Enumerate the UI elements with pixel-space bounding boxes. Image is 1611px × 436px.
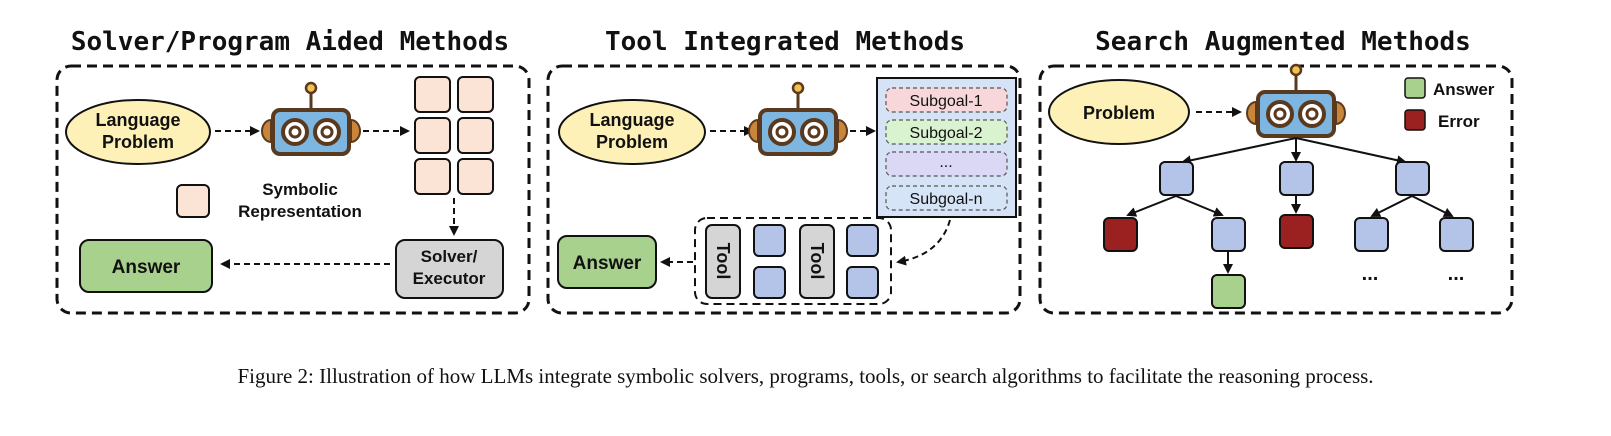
subgoal-label: Subgoal-2 <box>910 125 983 142</box>
legend-answer-label: Answer <box>1433 80 1495 99</box>
arrow <box>896 219 951 266</box>
input-label: Problem <box>1083 103 1155 123</box>
symbol-cell <box>414 158 451 195</box>
tree-ellipsis: ... <box>1448 263 1465 285</box>
tree-edge <box>1370 195 1413 217</box>
tree-edge <box>1295 137 1407 166</box>
legend-answer-swatch <box>1404 77 1426 99</box>
robot-icon <box>1245 63 1347 138</box>
tree-node <box>1279 161 1314 196</box>
legend: Answer Error <box>1404 77 1495 131</box>
tree-node-error <box>1279 214 1314 249</box>
input-ellipse: Problem <box>1048 79 1190 145</box>
subgoal-item <box>885 119 1008 145</box>
subgoal-panel: Subgoal-1 Subgoal-2 ... Subgoal-n <box>876 77 1017 218</box>
legend-symbol-swatch <box>176 184 210 218</box>
tree-edge <box>1181 137 1297 166</box>
legend-error-swatch <box>1404 109 1426 131</box>
answer-label: Answer <box>573 253 642 274</box>
executor-label: Solver/Executor <box>413 247 486 288</box>
search-tree: ... ... <box>1103 137 1474 309</box>
panel-title: Search Augmented Methods <box>1095 27 1471 57</box>
tool-output-block <box>753 224 786 257</box>
panel-border <box>1038 64 1514 315</box>
legend-error-label: Error <box>1438 112 1480 131</box>
panel-border <box>546 64 1022 315</box>
tool-output-block <box>846 266 879 299</box>
figure-caption: Figure 2: Illustration of how LLMs integ… <box>237 364 1374 388</box>
tool-output-block <box>753 266 786 299</box>
panel-title: Solver/Program Aided Methods <box>71 27 509 57</box>
tool-group-border <box>694 217 892 305</box>
tool-box <box>705 224 741 299</box>
symbol-cell <box>457 76 494 113</box>
tree-node-answer <box>1211 274 1246 309</box>
symbol-cell <box>457 158 494 195</box>
panel-border <box>55 64 531 315</box>
subgoal-label: Subgoal-1 <box>910 93 983 110</box>
tree-node <box>1354 217 1389 252</box>
tree-node <box>1211 217 1246 252</box>
tree-edge <box>1175 195 1224 217</box>
symbol-cell <box>414 117 451 154</box>
subgoal-item <box>885 151 1008 177</box>
tool-group: Tool Tool <box>694 217 892 305</box>
tree-node-error <box>1103 217 1138 252</box>
tree-node <box>1395 161 1430 196</box>
subgoal-label: ... <box>939 154 952 171</box>
answer-label: Answer <box>112 257 181 278</box>
tool-output-block <box>846 224 879 257</box>
symbolic-grid <box>414 76 494 195</box>
subgoal-item <box>885 87 1008 113</box>
tool-box <box>799 224 835 299</box>
tree-node <box>1159 161 1194 196</box>
panel-search: Search Augmented Methods Problem Answer … <box>1038 27 1514 315</box>
subgoal-label: Subgoal-n <box>910 191 983 208</box>
symbol-cell <box>414 76 451 113</box>
subgoal-item <box>885 185 1008 211</box>
tree-edge <box>1126 195 1177 217</box>
tool-label: Tool <box>807 243 827 280</box>
tree-edge <box>1411 195 1454 217</box>
executor-box: Solver/Executor <box>395 239 504 299</box>
answer-box: Answer <box>79 239 213 293</box>
tree-node <box>1439 217 1474 252</box>
tool-label: Tool <box>713 243 733 280</box>
robot-icon <box>747 81 849 156</box>
tree-ellipsis: ... <box>1362 263 1379 285</box>
answer-box: Answer <box>557 235 657 289</box>
robot-icon <box>260 81 362 156</box>
panel-title: Tool Integrated Methods <box>605 27 965 57</box>
symbol-cell <box>457 117 494 154</box>
